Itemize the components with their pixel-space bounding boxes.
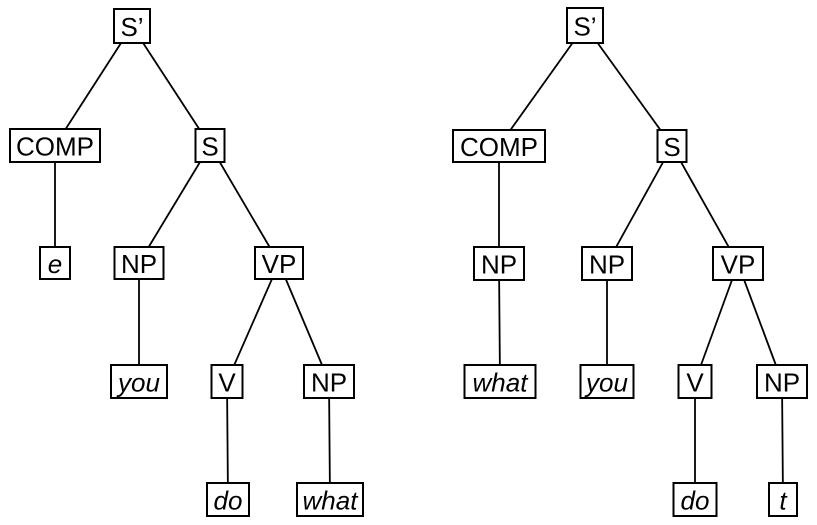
node-comp: COMP — [9, 128, 101, 163]
node-box — [712, 246, 764, 281]
edge-vp-np-obj — [278, 262, 330, 382]
edge-s-np-subj — [606, 145, 673, 264]
node-label: V — [686, 368, 704, 398]
node-label: t — [779, 486, 788, 516]
node-label: NP — [764, 368, 800, 398]
node-v: V — [677, 364, 713, 399]
node-np-obj: NP — [756, 364, 808, 399]
node-label: S’ — [120, 12, 143, 42]
node-box — [206, 482, 250, 517]
node-do: do — [672, 482, 718, 517]
node-v: V — [210, 364, 244, 399]
node-box — [463, 364, 537, 399]
node-label: e — [48, 249, 62, 279]
node-box — [113, 246, 165, 280]
node-box — [581, 246, 633, 281]
node-np-subj: NP — [581, 246, 633, 281]
node-vp: VP — [712, 246, 764, 281]
node-label: what — [473, 368, 530, 398]
node-you: you — [110, 364, 168, 399]
node-label: V — [218, 368, 236, 398]
node-do: do — [206, 482, 250, 517]
edge-sp-s — [584, 24, 673, 147]
node-label: you — [116, 368, 160, 398]
node-s: S — [194, 128, 226, 163]
node-label: NP — [589, 250, 625, 280]
node-box — [303, 364, 355, 399]
node-t: t — [768, 482, 798, 517]
node-box — [113, 8, 151, 44]
node-label: COMP — [16, 132, 94, 162]
edge-np-comp-what — [498, 263, 501, 382]
edge-vp-v — [226, 262, 280, 382]
node-np-subj: NP — [113, 246, 165, 280]
node-s: S — [656, 129, 688, 163]
node-label: S’ — [573, 12, 596, 42]
node-label: VP — [262, 249, 297, 279]
node-box — [254, 246, 304, 280]
node-box — [579, 364, 635, 399]
edge-s-vp — [671, 145, 739, 264]
node-box — [756, 364, 808, 399]
edge-s-vp — [209, 145, 280, 264]
node-sp: S’ — [566, 7, 604, 44]
node-label: what — [303, 486, 360, 516]
node-box — [194, 128, 226, 163]
node-label: NP — [481, 250, 517, 280]
node-vp: VP — [254, 246, 304, 280]
node-box — [296, 482, 364, 517]
edge-sp-comp — [498, 24, 586, 147]
node-what: what — [463, 364, 537, 399]
node-box — [210, 364, 244, 399]
node-box — [9, 128, 101, 163]
right-tree: S’ COMP S NP NP VP what you V NP do t — [452, 7, 808, 517]
node-sp: S’ — [113, 8, 151, 44]
node-label: S — [663, 132, 680, 162]
edge-sp-comp — [54, 25, 133, 146]
edge-vp-np-obj — [737, 263, 783, 382]
node-e: e — [39, 246, 71, 280]
node-box — [677, 364, 713, 399]
node-box — [473, 246, 525, 281]
edge-s-np-subj — [138, 145, 211, 264]
node-label: NP — [311, 368, 347, 398]
node-box — [768, 482, 798, 517]
edge-np-obj-what — [328, 381, 331, 500]
node-np-obj: NP — [303, 364, 355, 399]
node-what: what — [296, 482, 364, 517]
node-box — [656, 129, 688, 163]
node-label: COMP — [460, 132, 538, 162]
node-label: do — [681, 486, 710, 516]
node-box — [566, 7, 604, 44]
node-label: S — [201, 132, 218, 162]
node-label: you — [584, 368, 628, 398]
node-label: NP — [121, 249, 157, 279]
node-label: VP — [721, 250, 756, 280]
edge-np-obj-t — [781, 381, 784, 500]
node-box — [39, 246, 71, 280]
node-label: do — [214, 486, 243, 516]
edge-vp-v — [694, 263, 739, 382]
node-box — [110, 364, 168, 399]
node-box — [672, 482, 718, 517]
node-you: you — [579, 364, 635, 399]
node-box — [452, 129, 546, 163]
node-comp: COMP — [452, 129, 546, 163]
edge-sp-s — [131, 25, 211, 146]
node-np-comp: NP — [473, 246, 525, 281]
edge-v-do — [226, 381, 229, 500]
